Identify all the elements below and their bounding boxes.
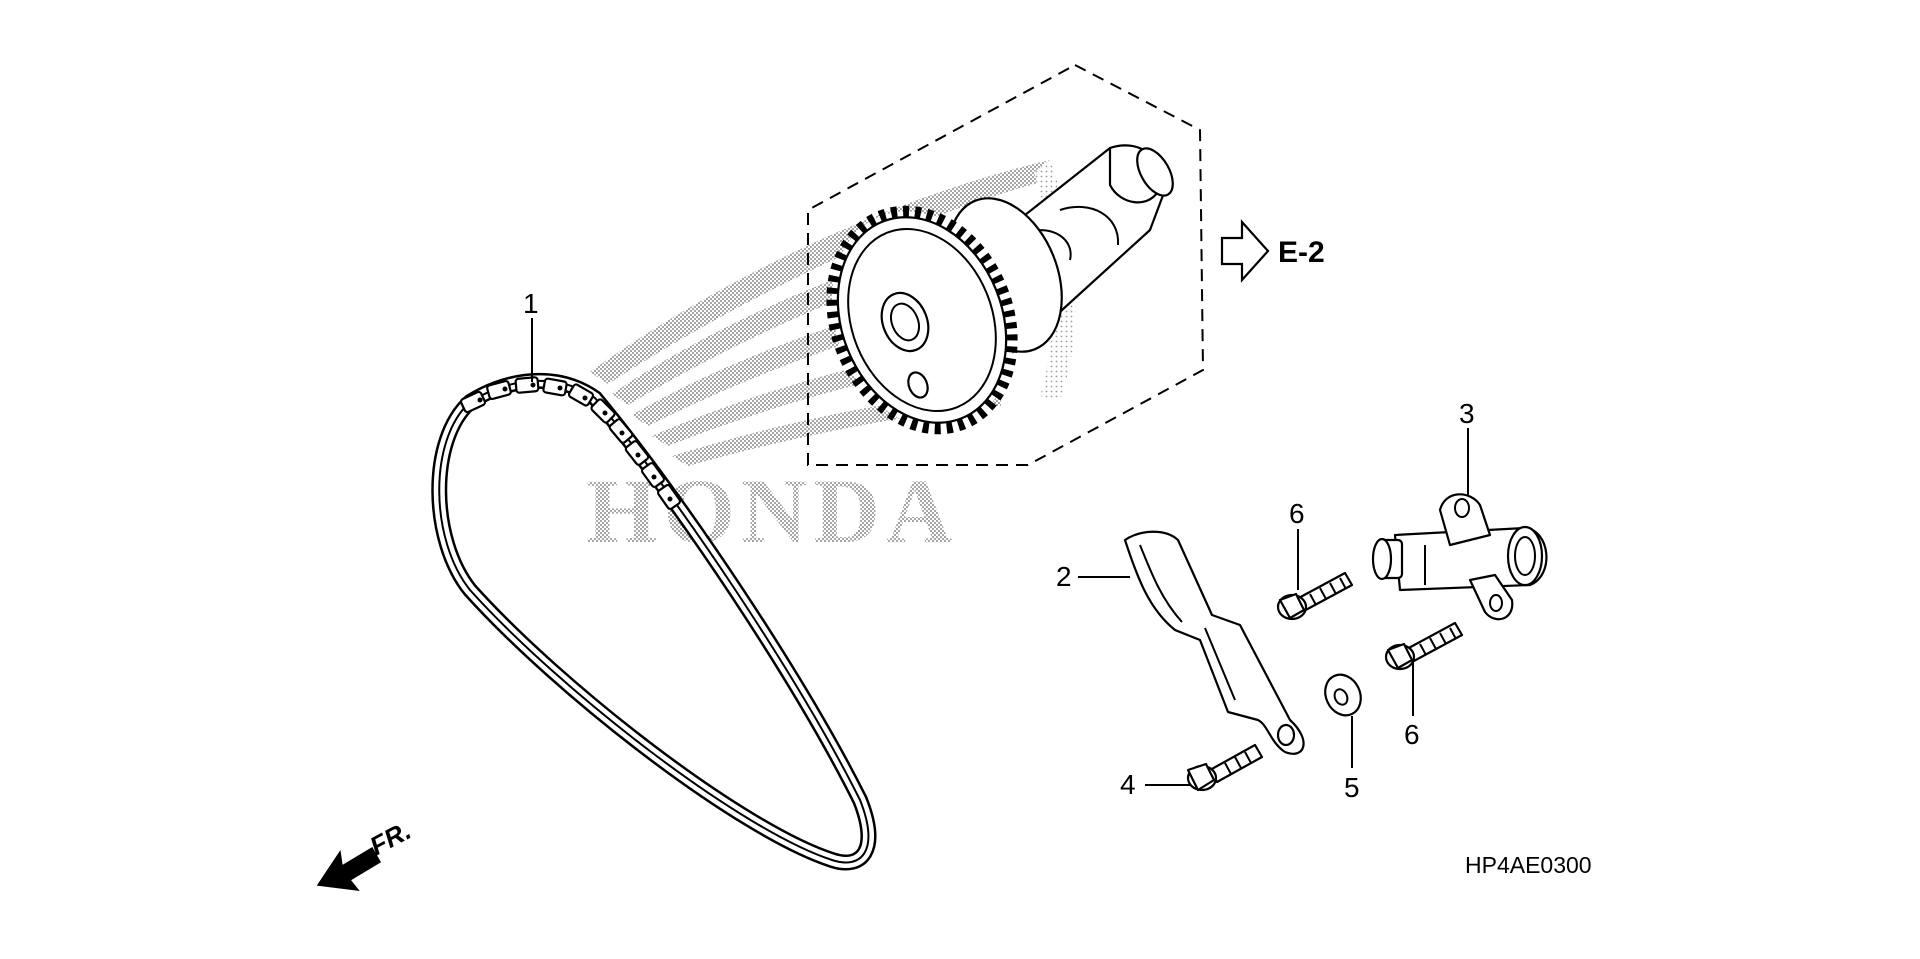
reference-e2[interactable]: E-2 (1220, 219, 1325, 283)
watermark-brand-text: HONDA (586, 460, 958, 562)
callout-2[interactable]: 2 (1056, 561, 1072, 592)
outline-right-arrow-icon (1220, 219, 1270, 283)
washer (1324, 673, 1362, 717)
flange-bolt-lower (1384, 621, 1464, 671)
camshaft-assembly-frame (807, 63, 1205, 466)
diagram-code: HP4AE0300 (1465, 852, 1592, 878)
callout-leaders (531, 318, 1469, 786)
callout-6-lower[interactable]: 6 (1404, 719, 1420, 750)
flange-bolt (1186, 743, 1264, 792)
callout-5[interactable]: 5 (1344, 772, 1360, 803)
callout-4[interactable]: 4 (1120, 769, 1136, 800)
tensioner-lifter (1371, 493, 1548, 621)
callout-6-upper[interactable]: 6 (1289, 498, 1305, 529)
front-indicator: FR. (316, 815, 416, 891)
callout-1[interactable]: 1 (523, 288, 539, 319)
tensioner-slipper (1123, 530, 1305, 755)
cam-chain (431, 372, 877, 871)
reference-section-label: E-2 (1278, 236, 1325, 269)
callout-3[interactable]: 3 (1459, 398, 1475, 429)
flange-bolt-upper (1276, 571, 1354, 621)
camshaft-sprocket (826, 144, 1174, 435)
front-direction-arrow-icon (316, 846, 382, 891)
